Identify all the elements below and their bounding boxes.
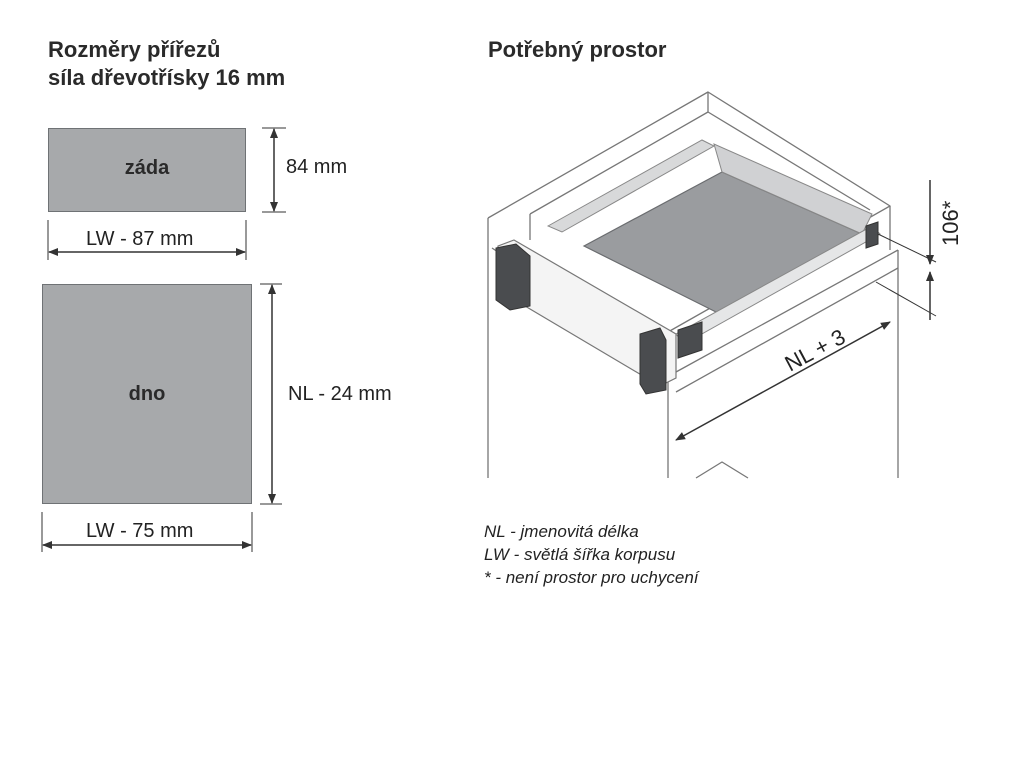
runner-clip xyxy=(865,221,879,249)
cut-dimensions-title: Rozměry přířezů síla dřevotřísky 16 mm xyxy=(48,36,285,92)
front-right-clip xyxy=(639,327,667,395)
back-height-label: 84 mm xyxy=(286,156,348,178)
back-width-label: LW - 87 mm xyxy=(86,228,194,250)
bottom-panel-label: dno xyxy=(128,382,166,405)
bottom-width-label: LW - 75 mm xyxy=(86,520,194,542)
cut-dimensions-title-line2: síla dřevotřísky 16 mm xyxy=(48,65,286,90)
depth-label: NL + 3 xyxy=(781,324,850,376)
bottom-panel: dno xyxy=(42,284,252,504)
back-panel-label: záda xyxy=(124,157,170,179)
legend-item: * - není prostor pro uchycení xyxy=(484,568,699,587)
drawer-back-rail xyxy=(546,139,716,233)
required-space-title: Potřebný prostor xyxy=(488,37,667,62)
front-left-clip xyxy=(495,243,531,311)
height-ext-top xyxy=(877,233,937,263)
back-panel: záda xyxy=(48,128,246,212)
depth-arrow xyxy=(675,321,891,441)
cabinet-bottom-hint xyxy=(695,461,749,479)
height-ext-bottom xyxy=(875,281,937,317)
bottom-height-label: NL - 24 mm xyxy=(288,383,392,405)
legend: NL - jmenovitá délka LW - světlá šířka k… xyxy=(484,520,699,589)
cabinet-inner-right-top xyxy=(707,111,871,211)
cut-dimensions-title-line1: Rozměry přířezů xyxy=(48,37,221,62)
rear-rail-clip xyxy=(677,321,703,359)
height-label: 106* xyxy=(938,200,963,246)
legend-item: NL - jmenovitá délka xyxy=(484,522,639,541)
legend-item: LW - světlá šířka korpusu xyxy=(484,545,676,564)
